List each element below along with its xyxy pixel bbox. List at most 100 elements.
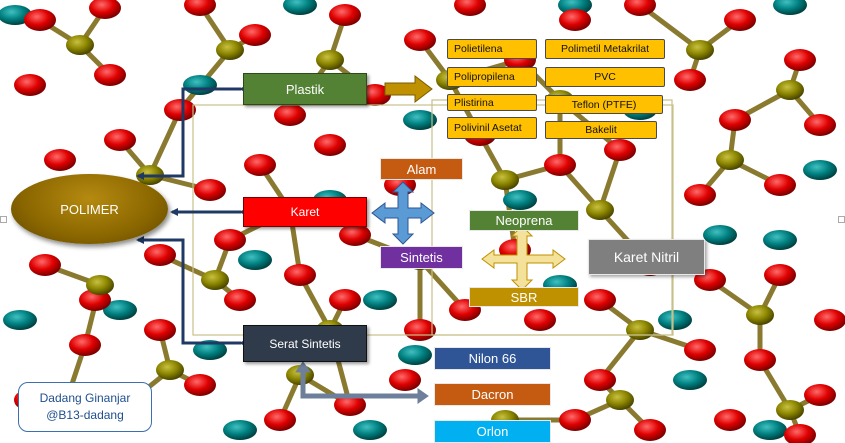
olive-atom [491, 170, 519, 190]
red-atom [404, 319, 436, 341]
red-atom [194, 179, 226, 201]
red-atom [404, 29, 436, 51]
author-credit: Dadang Ginanjar @B13-dadang [18, 382, 152, 432]
red-atom [559, 9, 591, 31]
red-atom [244, 154, 276, 176]
credit-handle: @B13-dadang [46, 408, 124, 422]
teal-atom [283, 0, 317, 15]
red-atom [804, 384, 836, 406]
olive-atom [286, 365, 314, 385]
red-atom [104, 129, 136, 151]
olive-atom [586, 200, 614, 220]
red-atom [604, 139, 636, 161]
red-atom [764, 264, 796, 286]
red-atom [674, 69, 706, 91]
red-atom [359, 84, 391, 106]
teal-atom [673, 370, 707, 390]
red-atom [499, 239, 531, 261]
red-atom [804, 114, 836, 136]
red-atom [584, 289, 616, 311]
olive-atom [86, 275, 114, 295]
teal-atom [773, 0, 807, 15]
teal-atom [3, 310, 37, 330]
teal-atom [183, 75, 217, 95]
resize-handle[interactable] [838, 216, 845, 223]
plastik-example: PVC [545, 67, 665, 87]
plastik-example: Plistirina [447, 94, 537, 111]
red-atom [339, 224, 371, 246]
polimer-node: POLIMER [11, 174, 168, 244]
red-atom [89, 0, 121, 19]
red-atom [684, 184, 716, 206]
resize-handle[interactable] [0, 216, 7, 223]
red-atom [714, 409, 746, 431]
neoprena-box: Neoprena [469, 210, 579, 231]
plastik-box: Plastik [243, 73, 367, 105]
teal-atom [658, 310, 692, 330]
red-atom [144, 319, 176, 341]
red-atom [224, 289, 256, 311]
karet-box: Karet [243, 197, 367, 227]
olive-atom [686, 40, 714, 60]
orlon-box: Orlon [434, 420, 551, 443]
red-atom [329, 4, 361, 26]
red-atom [544, 154, 576, 176]
red-atom [24, 9, 56, 31]
olive-atom [156, 360, 184, 380]
sbr-box: SBR [469, 287, 579, 307]
teal-atom [753, 420, 787, 440]
red-atom [784, 49, 816, 71]
sintetis-box: Sintetis [380, 246, 463, 269]
red-atom [524, 309, 556, 331]
olive-atom [626, 320, 654, 340]
olive-atom [776, 80, 804, 100]
red-atom [814, 309, 845, 331]
teal-atom [363, 290, 397, 310]
red-atom [724, 9, 756, 31]
teal-atom [703, 225, 737, 245]
red-atom [584, 369, 616, 391]
red-atom [634, 419, 666, 441]
red-atom [684, 339, 716, 361]
red-atom [164, 99, 196, 121]
plastik-example: Polivinil Asetat [447, 117, 537, 139]
credit-name: Dadang Ginanjar [39, 391, 131, 405]
plastik-example: Polimetil Metakrilat [545, 39, 665, 59]
red-atom [239, 24, 271, 46]
red-atom [14, 74, 46, 96]
teal-atom [763, 230, 797, 250]
teal-atom [103, 300, 137, 320]
alam-box: Alam [380, 158, 463, 180]
plastik-example: Polietilena [447, 39, 537, 59]
red-atom [184, 374, 216, 396]
red-atom [334, 394, 366, 416]
olive-atom [716, 150, 744, 170]
red-atom [144, 244, 176, 266]
red-atom [29, 254, 61, 276]
red-atom [214, 229, 246, 251]
red-atom [314, 134, 346, 156]
red-atom [329, 289, 361, 311]
teal-atom [353, 420, 387, 440]
dacron-box: Dacron [434, 383, 551, 406]
red-atom [719, 109, 751, 131]
olive-atom [201, 270, 229, 290]
red-atom [764, 174, 796, 196]
red-atom [284, 264, 316, 286]
nilon-box: Nilon 66 [434, 347, 551, 370]
teal-atom [223, 420, 257, 440]
teal-atom [403, 110, 437, 130]
olive-atom [746, 305, 774, 325]
teal-atom [193, 340, 227, 360]
red-atom [624, 0, 656, 16]
teal-atom [503, 190, 537, 210]
karet-nitril-box: Karet Nitril [588, 239, 705, 275]
olive-atom [316, 50, 344, 70]
olive-atom [776, 400, 804, 420]
red-atom [264, 409, 296, 431]
olive-atom [606, 390, 634, 410]
red-atom [69, 334, 101, 356]
olive-atom [216, 40, 244, 60]
teal-atom [803, 160, 837, 180]
